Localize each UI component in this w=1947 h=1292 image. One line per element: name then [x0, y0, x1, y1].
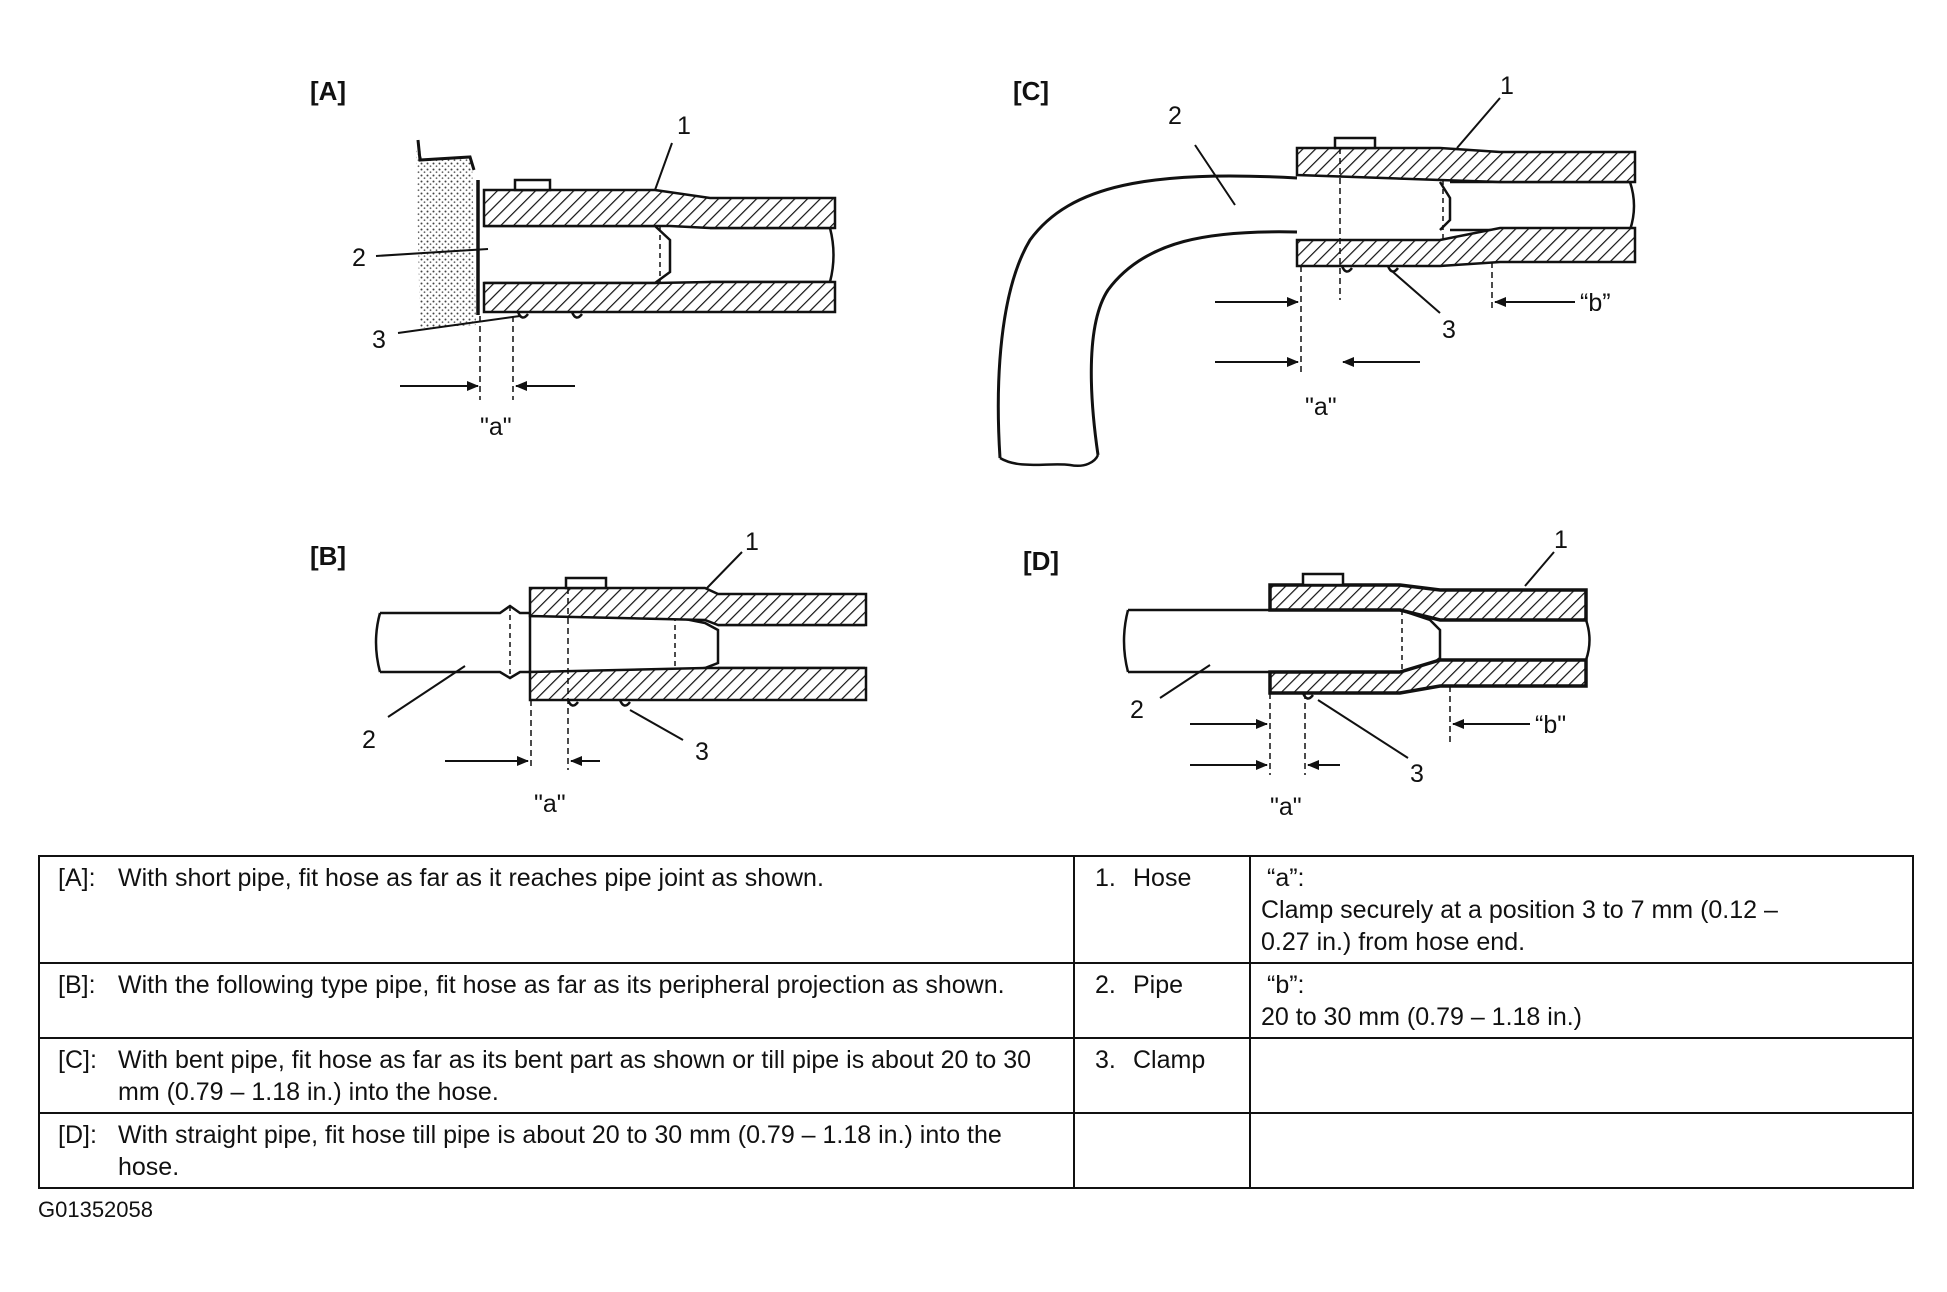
panel-b-title: [B] [310, 541, 346, 571]
callout-3-clamp: 3 [695, 738, 709, 766]
instruction-cell: [C]: With bent pipe, fit hose as far as i… [38, 1037, 1075, 1114]
part-number: 1. [1095, 864, 1116, 892]
instruction-cell: [B]: With the following type pipe, fit ho… [38, 962, 1075, 1039]
dimension-cell: “a”: Clamp securely at a position 3 to 7 … [1249, 855, 1914, 964]
instruction-label: [D]: [58, 1121, 97, 1149]
dimension-label: “b”: [1267, 971, 1305, 999]
panel-a-title: [A] [310, 76, 346, 106]
legend-table: [A]: With short pipe, fit hose as far as … [38, 855, 1914, 1189]
pipe [996, 174, 1298, 459]
figure-code: G01352058 [38, 1197, 153, 1222]
legend-row: [A]: With short pipe, fit hose as far as … [38, 855, 1914, 964]
instruction-label: [C]: [58, 1046, 97, 1074]
clamp [564, 576, 608, 590]
dim-a-label: "a" [1270, 793, 1302, 821]
part-cell: 1. Hose [1073, 855, 1251, 964]
instruction-cell: [D]: With straight pipe, fit hose till pi… [38, 1112, 1075, 1189]
dimension-cell [1249, 1037, 1914, 1114]
pipe-joint-wall [416, 148, 476, 328]
callout-3-clamp: 3 [1410, 760, 1424, 788]
callout-1-hose: 1 [1500, 72, 1514, 100]
dimension-text: 20 to 30 mm (0.79 – 1.18 in.) [1261, 1003, 1583, 1031]
part-name: Clamp [1133, 1046, 1206, 1074]
callout-2-pipe: 2 [352, 244, 366, 272]
part-cell [1073, 1112, 1251, 1189]
part-cell: 3. Clamp [1073, 1037, 1251, 1114]
dim-b-label: “b" [1535, 711, 1566, 739]
hose [1295, 146, 1637, 184]
panel-a: [A] 1 2 3 "a" [310, 76, 837, 441]
callout-1-hose: 1 [745, 528, 759, 556]
pipe [484, 224, 672, 285]
dimension-text: Clamp securely at a position 3 to 7 mm (… [1261, 896, 1778, 956]
part-name: Hose [1133, 864, 1192, 892]
hose [482, 188, 837, 230]
instruction-label: [B]: [58, 971, 96, 999]
dim-a-label: "a" [534, 790, 566, 818]
hose [1268, 583, 1588, 622]
pipe [380, 604, 532, 680]
panel-d-title: [D] [1023, 546, 1059, 576]
clamp [1301, 572, 1345, 587]
clamp [1333, 136, 1377, 150]
dimension-cell [1249, 1112, 1914, 1189]
part-number: 2. [1095, 971, 1116, 999]
panel-c: [C] 1 2 3 “b” "a" [996, 72, 1637, 467]
part-cell: 2. Pipe [1073, 962, 1251, 1039]
callout-1-hose: 1 [677, 112, 691, 140]
dimension-label: “a”: [1267, 864, 1305, 892]
panel-d: [D] 1 2 3 “b" "a" [1023, 526, 1591, 821]
callout-2-pipe: 2 [1168, 102, 1182, 130]
panel-c-title: [C] [1013, 76, 1049, 106]
part-number: 3. [1095, 1046, 1116, 1074]
legend-row: [C]: With bent pipe, fit hose as far as i… [38, 1037, 1914, 1114]
instruction-text: With bent pipe, fit hose as far as its b… [118, 1046, 1032, 1106]
callout-3-clamp: 3 [1442, 316, 1456, 344]
instruction-text: With straight pipe, fit hose till pipe i… [118, 1121, 1002, 1181]
dim-a-label: "a" [480, 413, 512, 441]
callout-1-hose: 1 [1554, 526, 1568, 554]
pipe [1128, 608, 1442, 674]
instruction-text: With the following type pipe, fit hose a… [118, 971, 1005, 999]
callout-2-pipe: 2 [362, 726, 376, 754]
legend-row: [B]: With the following type pipe, fit ho… [38, 962, 1914, 1039]
panel-b: [B] 1 2 3 "a" [310, 528, 868, 818]
instruction-label: [A]: [58, 864, 96, 892]
callout-3-clamp: 3 [372, 326, 386, 354]
instruction-text: With short pipe, fit hose as far as it r… [118, 864, 824, 892]
callout-2-pipe: 2 [1130, 696, 1144, 724]
dimension-cell: “b”: 20 to 30 mm (0.79 – 1.18 in.) [1249, 962, 1914, 1039]
hose [528, 586, 868, 627]
clamp [513, 178, 552, 192]
part-name: Pipe [1133, 971, 1184, 999]
legend-row: [D]: With straight pipe, fit hose till pi… [38, 1112, 1914, 1189]
dim-a-label: "a" [1305, 393, 1337, 421]
instruction-cell: [A]: With short pipe, fit hose as far as … [38, 855, 1075, 964]
dim-b-label: “b” [1580, 289, 1611, 317]
